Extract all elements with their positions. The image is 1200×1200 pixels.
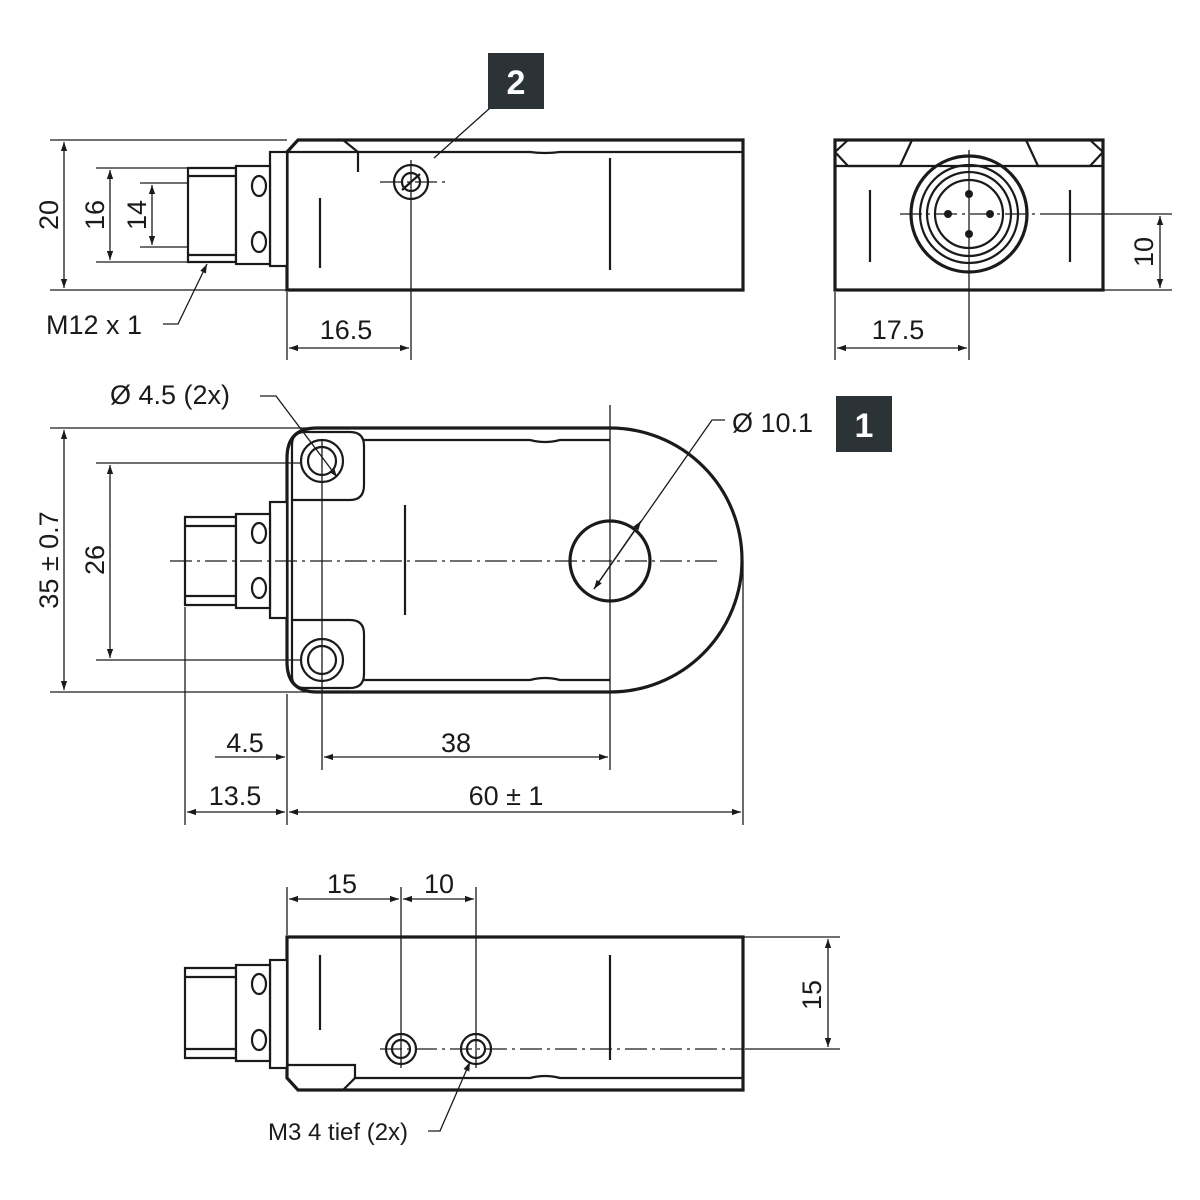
dim-side-16: 16 [80, 200, 110, 230]
face-diameter-label: Ø 10.1 [732, 408, 813, 438]
dim-end-17-5: 17.5 [872, 315, 925, 345]
badge-2: 2 [488, 53, 544, 109]
badge-1: 1 [836, 396, 892, 452]
end-view-dimensions [834, 213, 1172, 360]
bottom-view [183, 887, 745, 1092]
dim-side-14: 14 [122, 200, 152, 230]
side-view-dimensions [50, 139, 409, 360]
m3-thread-label: M3 4 tief (2x) [268, 1119, 408, 1146]
dim-end-10: 10 [1129, 237, 1159, 267]
dim-hole-pitch-26: 26 [80, 545, 110, 575]
dim-side-16-5: 16.5 [320, 315, 373, 345]
badge-1-label: 1 [855, 407, 874, 445]
end-view [833, 138, 1105, 360]
dim-bottom-15: 15 [327, 869, 357, 899]
side-view [186, 107, 745, 360]
dim-4-5: 4.5 [226, 728, 264, 758]
top-view-dimensions [50, 395, 741, 825]
dim-bottom-10: 10 [424, 869, 454, 899]
dim-38: 38 [441, 728, 471, 758]
top-view [170, 405, 744, 825]
dimension-labels: 20 16 14 M12 x 1 16.5 17.5 10 Ø 4.5 (2x)… [34, 200, 1159, 1146]
dim-length-60: 60 ± 1 [469, 781, 544, 811]
dim-bottom-right-15: 15 [797, 980, 827, 1010]
dim-13-5: 13.5 [209, 781, 262, 811]
dim-width-35: 35 ± 0.7 [34, 511, 64, 608]
badge-2-label: 2 [507, 64, 526, 102]
bottom-view-dimensions [286, 887, 840, 1132]
dim-side-height: 20 [34, 200, 64, 230]
hole-diameter-label: Ø 4.5 (2x) [110, 380, 230, 410]
thread-label: M12 x 1 [46, 310, 142, 340]
